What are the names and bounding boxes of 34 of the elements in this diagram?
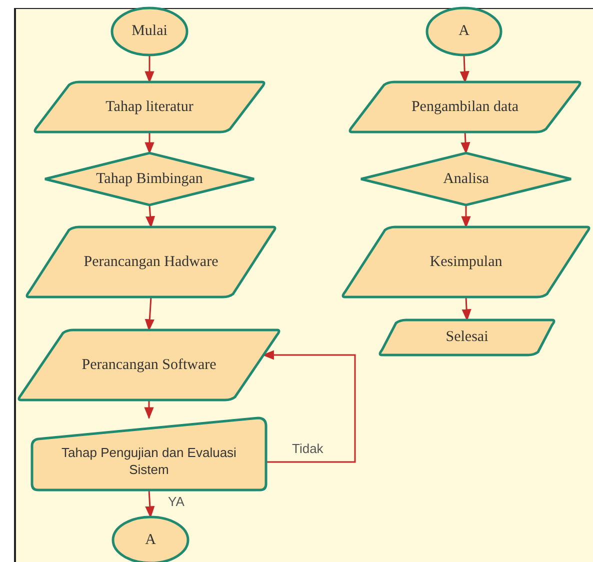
edge-label: YA	[168, 494, 184, 509]
process-parallelogram	[341, 227, 591, 297]
node-label: A	[144, 532, 157, 548]
arrow	[460, 54, 470, 84]
node-label: Tahap Pengujian dan Evaluasi Sistem	[60, 445, 238, 479]
arrow	[145, 490, 155, 518]
arrow	[462, 296, 472, 322]
node-label: A	[458, 23, 470, 40]
decision-diamond	[361, 153, 571, 205]
decision-diamond	[45, 153, 254, 205]
node-label: Perancangan Hadware	[82, 254, 220, 270]
node-label: Perancangan Software	[80, 356, 218, 374]
arrow	[460, 132, 470, 154]
arrow	[144, 132, 154, 154]
process-parallelogram	[17, 330, 281, 400]
arrow	[144, 296, 154, 332]
process-parallelogram	[25, 227, 277, 297]
arrow	[262, 350, 356, 463]
node-label: Mulai	[130, 23, 168, 40]
manual-input-shape	[32, 418, 266, 490]
edge-label: Tidak	[292, 441, 324, 456]
node-label: Tahap literatur	[104, 98, 194, 116]
arrow	[145, 204, 156, 228]
node-label: Tahap Bimbingan	[95, 170, 204, 188]
node-label: Kesimpulan	[428, 254, 504, 270]
node-label: Analisa	[442, 170, 490, 188]
process-parallelogram	[378, 320, 556, 355]
arrow	[144, 55, 154, 84]
arrow	[461, 205, 471, 228]
terminator-ellipse	[427, 8, 501, 55]
arrow	[144, 400, 154, 420]
node-label: Pengambilan data	[410, 98, 520, 116]
terminator-ellipse	[112, 8, 187, 55]
node-label: Selesai	[444, 329, 490, 346]
